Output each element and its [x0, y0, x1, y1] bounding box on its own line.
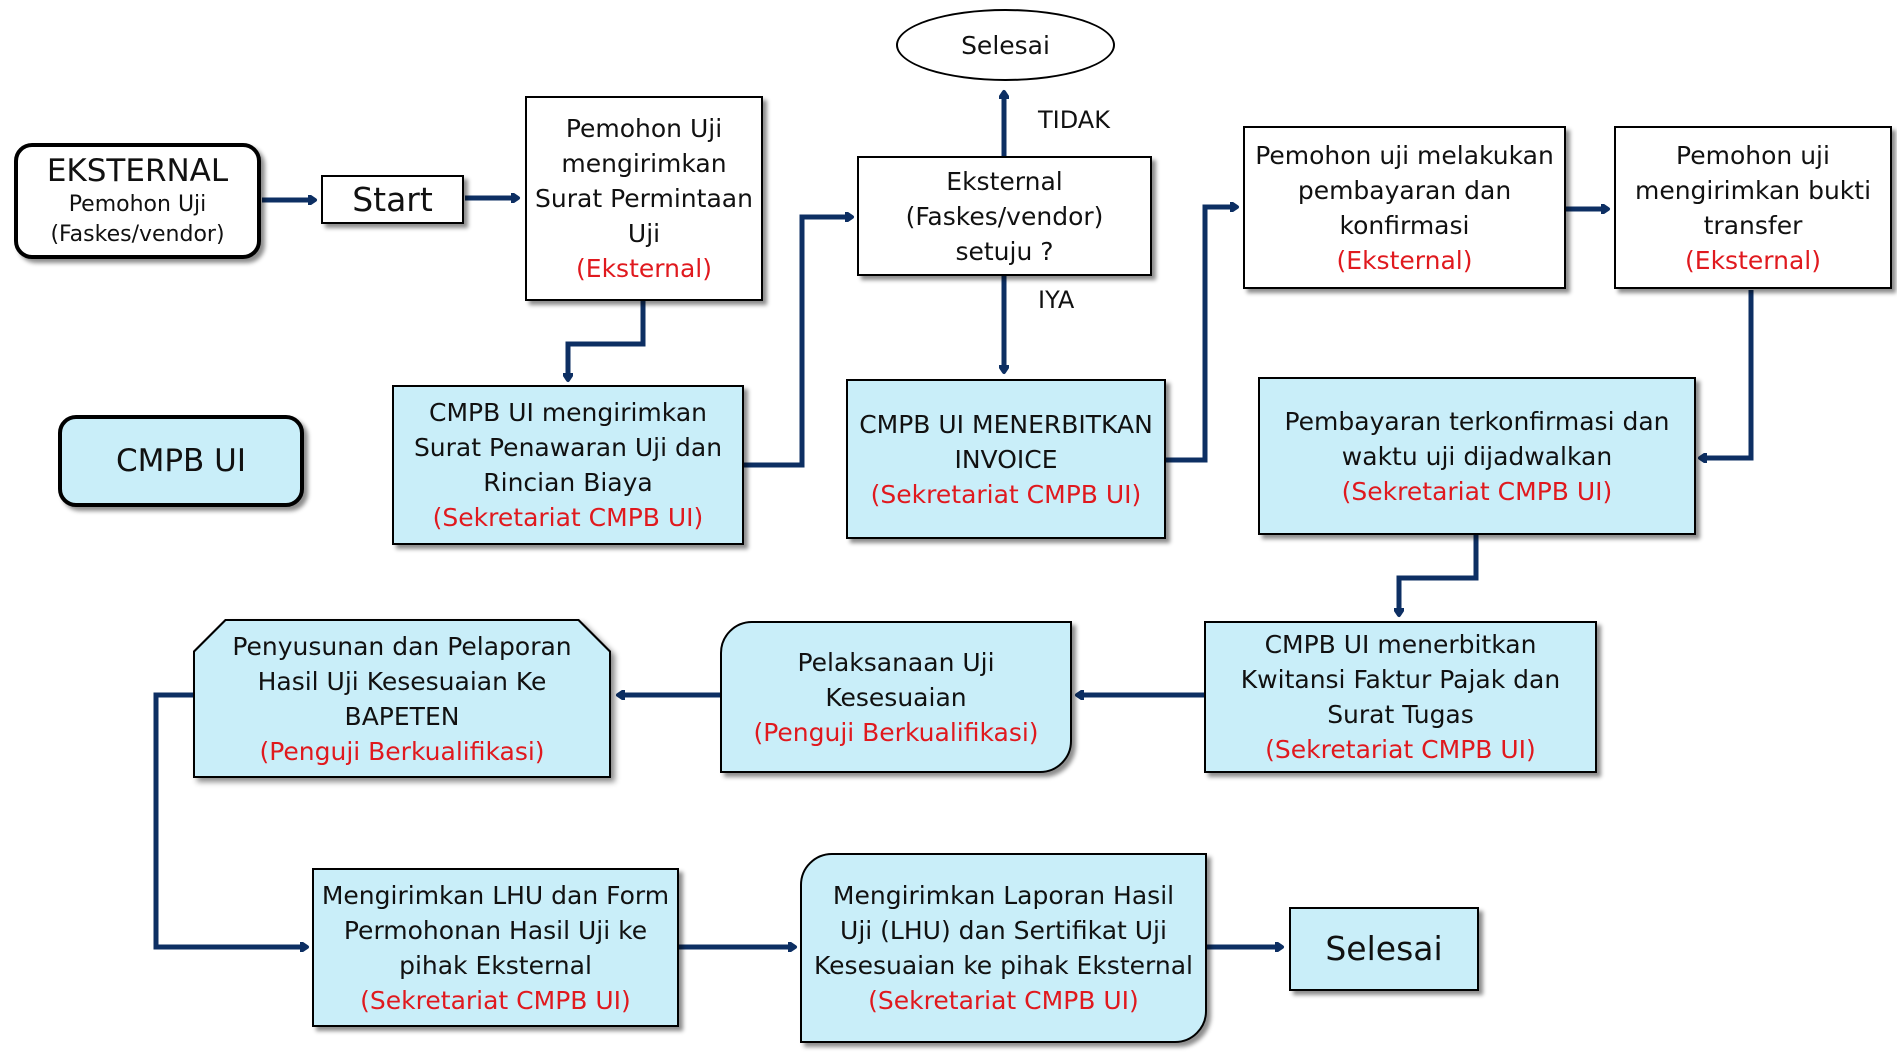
selesai-top-ellipse: Selesai	[896, 9, 1115, 81]
step-surat-permintaan-line: mengirimkan	[561, 149, 727, 178]
step-kwitansi: CMPB UI menerbitkan Kwitansi Faktur Paja…	[1204, 621, 1597, 773]
legend-cmpb-title: CMPB UI	[115, 443, 247, 479]
start-box: Start	[321, 175, 464, 224]
step-decision-line: (Faskes/vendor)	[905, 201, 1104, 231]
arrow-penyusunan-to-lhu-form	[153, 692, 307, 947]
step-penawaran-line: CMPB UI mengirimkan	[429, 398, 707, 427]
arrow-bukti-to-terkonfirmasi	[1700, 290, 1754, 458]
step-penyusunan: Penyusunan dan Pelaporan Hasil Uji Keses…	[193, 619, 611, 778]
step-lhu-form-line: Permohonan Hasil Uji ke	[343, 915, 648, 945]
step-pelaksanaan-role: (Penguji Berkualifikasi)	[753, 717, 1039, 747]
step-terkonfirmasi-line: Pembayaran terkonfirmasi dan	[1284, 406, 1670, 436]
step-invoice-line: INVOICE	[954, 444, 1058, 474]
step-bukti-transfer: Pemohon uji mengirimkan bukti transfer (…	[1614, 126, 1892, 289]
step-pelaksanaan-line: Kesesuaian	[825, 682, 967, 712]
step-decision: Eksternal (Faskes/vendor) setuju ?	[857, 156, 1152, 276]
step-bukti-line: mengirimkan bukti	[1634, 175, 1872, 205]
legend-eksternal-subtitle-2: (Faskes/vendor)	[50, 222, 225, 247]
selesai-end-label: Selesai	[1325, 929, 1443, 968]
step-lhu-form: Mengirimkan LHU dan Form Permohonan Hasi…	[312, 868, 679, 1027]
arrow-permintaan-to-penawaran	[568, 300, 646, 380]
step-laporan-line: Kesesuaian ke pihak Eksternal	[814, 951, 1193, 980]
step-bukti-role: (Eksternal)	[1685, 245, 1821, 275]
step-pembayaran: Pemohon uji melakukan pembayaran dan kon…	[1243, 126, 1566, 289]
step-kwitansi-line: Surat Tugas	[1327, 700, 1474, 729]
step-decision-line: Eksternal	[946, 166, 1063, 196]
selesai-end-box: Selesai	[1289, 907, 1479, 991]
step-penawaran-line: Surat Penawaran Uji dan	[413, 433, 723, 462]
legend-cmpb: CMPB UI	[58, 415, 304, 507]
step-penyusunan-line: Hasil Uji Kesesuaian Ke	[257, 666, 547, 696]
step-invoice-line: CMPB UI MENERBITKAN	[859, 409, 1153, 439]
step-terkonfirmasi: Pembayaran terkonfirmasi dan waktu uji d…	[1258, 377, 1696, 535]
selesai-top-label: Selesai	[961, 30, 1050, 60]
step-penyusunan-role: (Penguji Berkualifikasi)	[259, 736, 545, 766]
step-penyusunan-line: Penyusunan dan Pelaporan	[232, 631, 572, 661]
step-pembayaran-role: (Eksternal)	[1336, 245, 1473, 275]
legend-eksternal: EKSTERNAL Pemohon Uji (Faskes/vendor)	[14, 143, 261, 259]
step-kwitansi-line: Kwitansi Faktur Pajak dan	[1240, 665, 1561, 694]
step-laporan-line: Mengirimkan Laporan Hasil	[832, 881, 1175, 910]
step-bukti-line: transfer	[1703, 210, 1803, 240]
step-pembayaran-line: pembayaran dan	[1297, 175, 1512, 205]
step-kwitansi-role: (Sekretariat CMPB UI)	[1265, 735, 1536, 764]
step-pembayaran-line: Pemohon uji melakukan	[1255, 140, 1554, 170]
step-pembayaran-line: konfirmasi	[1339, 210, 1470, 240]
step-penawaran-role: (Sekretariat CMPB UI)	[432, 503, 704, 532]
legend-eksternal-title: EKSTERNAL	[46, 153, 229, 189]
step-laporan-role: (Sekretariat CMPB UI)	[868, 986, 1139, 1015]
step-penawaran: CMPB UI mengirimkan Surat Penawaran Uji …	[392, 385, 744, 545]
step-lhu-form-line: Mengirimkan LHU dan Form	[321, 880, 670, 910]
step-kwitansi-line: CMPB UI menerbitkan	[1264, 630, 1537, 659]
step-decision-line: setuju ?	[955, 236, 1054, 266]
step-surat-permintaan-line: Uji	[627, 219, 661, 248]
step-penyusunan-body: Penyusunan dan Pelaporan Hasil Uji Keses…	[195, 621, 609, 776]
label-tidak: TIDAK	[1038, 106, 1110, 134]
step-invoice-role: (Sekretariat CMPB UI)	[870, 479, 1142, 509]
step-penyusunan-line: BAPETEN	[344, 701, 460, 731]
arrow-terkonfirmasi-to-kwitansi	[1399, 534, 1479, 615]
label-iya: IYA	[1038, 286, 1075, 314]
step-bukti-line: Pemohon uji	[1676, 140, 1830, 170]
step-surat-permintaan-line: Pemohon Uji	[565, 114, 723, 143]
step-surat-permintaan-role: (Eksternal)	[576, 254, 712, 283]
arrow-invoice-to-pembayaran	[1165, 207, 1237, 463]
step-laporan: Mengirimkan Laporan Hasil Uji (LHU) dan …	[800, 853, 1207, 1043]
step-terkonfirmasi-line: waktu uji dijadwalkan	[1341, 441, 1613, 471]
legend-eksternal-subtitle: Pemohon Uji	[68, 192, 207, 217]
step-laporan-line: Uji (LHU) dan Sertifikat Uji	[840, 916, 1167, 945]
step-invoice: CMPB UI MENERBITKAN INVOICE (Sekretariat…	[846, 379, 1166, 539]
step-lhu-form-role: (Sekretariat CMPB UI)	[360, 985, 631, 1015]
step-surat-permintaan: Pemohon Uji mengirimkan Surat Permintaan…	[525, 96, 763, 301]
arrow-penawaran-to-decision	[742, 217, 852, 468]
step-pelaksanaan-line: Pelaksanaan Uji	[797, 647, 995, 677]
step-pelaksanaan: Pelaksanaan Uji Kesesuaian (Penguji Berk…	[720, 621, 1072, 773]
step-penawaran-line: Rincian Biaya	[483, 468, 653, 497]
step-lhu-form-line: pihak Eksternal	[399, 950, 592, 980]
start-label: Start	[352, 179, 433, 219]
step-terkonfirmasi-role: (Sekretariat CMPB UI)	[1341, 476, 1613, 506]
step-surat-permintaan-line: Surat Permintaan	[535, 184, 753, 213]
